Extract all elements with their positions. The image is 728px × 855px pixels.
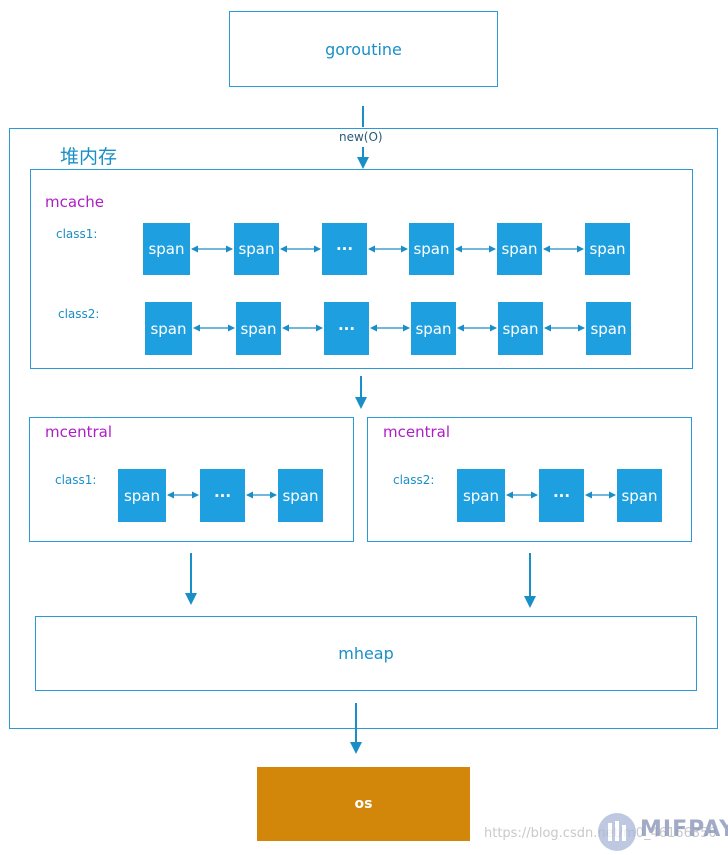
span-block: span bbox=[409, 223, 454, 275]
os-label: os bbox=[354, 796, 373, 812]
span-block: span bbox=[586, 302, 631, 355]
mcache-label: mcache bbox=[45, 193, 105, 211]
span-block: span bbox=[498, 302, 543, 355]
mheap-label: mheap bbox=[338, 644, 394, 663]
span-ellipsis-block: ··· bbox=[322, 223, 367, 275]
heap-memory-label: 堆内存 bbox=[60, 146, 118, 168]
span-block: span bbox=[145, 302, 192, 355]
mcache-class2-label: class2: bbox=[58, 307, 100, 321]
mheap-box: mheap bbox=[35, 616, 697, 691]
mcentral-class1-class-label: class1: bbox=[55, 473, 97, 487]
span-block: span bbox=[617, 469, 662, 522]
os-box: os bbox=[257, 767, 470, 841]
span-ellipsis-block: ··· bbox=[539, 469, 584, 522]
mcentral-class2-label: mcentral bbox=[383, 423, 451, 441]
span-block: span bbox=[278, 469, 323, 522]
goroutine-label: goroutine bbox=[325, 39, 402, 59]
mifpay-logo-icon bbox=[598, 813, 636, 851]
span-block: span bbox=[143, 223, 190, 275]
mcentral-class2-class-label: class2: bbox=[393, 473, 435, 487]
span-block: span bbox=[457, 469, 505, 522]
mcentral-class1-label: mcentral bbox=[45, 423, 113, 441]
span-block: span bbox=[118, 469, 166, 522]
span-block: span bbox=[411, 302, 456, 355]
heap-memory-box bbox=[9, 128, 718, 729]
new-object-label: new(O) bbox=[337, 130, 385, 144]
mcache-class1-label: class1: bbox=[56, 227, 98, 241]
logo-glyph-icon bbox=[608, 821, 626, 841]
span-ellipsis-block: ··· bbox=[200, 469, 245, 522]
span-block: span bbox=[497, 223, 542, 275]
span-block: span bbox=[234, 223, 279, 275]
goroutine-box: goroutine bbox=[229, 11, 498, 87]
span-block: span bbox=[236, 302, 281, 355]
watermark-logo: MIFPAY bbox=[640, 817, 728, 842]
span-ellipsis-block: ··· bbox=[324, 302, 369, 355]
span-block: span bbox=[585, 223, 630, 275]
